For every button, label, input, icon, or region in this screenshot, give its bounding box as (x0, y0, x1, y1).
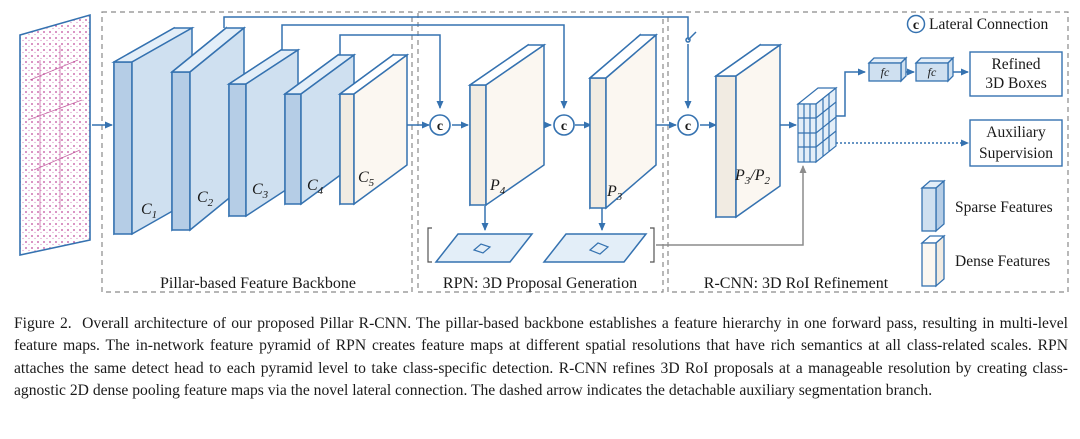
c3-label: C (252, 181, 263, 198)
c4-subscript: 4 (318, 185, 324, 197)
c4-label: C (307, 177, 318, 194)
feature-map-p3-p2: P3/P2 (713, 43, 783, 219)
proposal-plane-p4 (434, 233, 534, 263)
proposal-arrow (656, 165, 807, 246)
figure-caption: Figure 2. Overall architecture of our pr… (14, 313, 1068, 403)
svg-text:C2: C2 (197, 189, 214, 209)
c2-subscript: 2 (208, 197, 214, 209)
p3p2-p1: P (734, 167, 745, 184)
p3p2-p2: P (754, 167, 765, 184)
rpn-section-title: RPN: 3D Proposal Generation (443, 275, 637, 292)
lateral-node-3: c (677, 114, 699, 136)
rpn-section: RPN: 3D Proposal Generation (417, 11, 664, 293)
svg-text:C4: C4 (307, 177, 324, 197)
c3-subscript: 3 (262, 189, 269, 201)
svg-text:P3/P2: P3/P2 (734, 167, 771, 187)
auxiliary-supervision-output: Auxiliary Supervision (969, 119, 1063, 167)
caption-text: Overall architecture of our proposed Pil… (14, 315, 1069, 400)
feature-map-p3: P3 (587, 33, 659, 210)
fc-layer-1: fc (867, 56, 908, 83)
legend-lateral-connection: c Lateral Connection (906, 14, 1048, 34)
c5-subscript: 5 (369, 177, 375, 189)
proposal-plane-p3 (542, 233, 648, 263)
refined-line1: Refined (991, 56, 1040, 73)
backbone-section: Pillar-based Feature Backbone (101, 11, 413, 293)
p3-label: P (606, 183, 617, 200)
svg-text:P3: P3 (606, 183, 623, 203)
p4-subscript: 4 (500, 185, 506, 197)
backbone-section-title: Pillar-based Feature Backbone (160, 275, 356, 292)
roi-pooled-grid (796, 86, 838, 164)
auxiliary-line2: Supervision (979, 145, 1053, 162)
svg-text:fc: fc (881, 65, 890, 79)
flow-arrows (92, 68, 969, 231)
svg-text:c: c (437, 119, 443, 134)
input-point-cloud (19, 13, 91, 256)
p3p2-slash: / (749, 167, 756, 184)
svg-text:c: c (913, 18, 919, 33)
refined-boxes-output: Refined 3D Boxes (969, 51, 1063, 97)
c1-label: C (141, 201, 152, 218)
fc-layer-2: fc (914, 56, 955, 83)
svg-text:c: c (685, 119, 691, 134)
p3p2-s1: 3 (744, 175, 751, 187)
svg-text:P4: P4 (489, 177, 506, 197)
svg-text:C1: C1 (141, 201, 157, 221)
caption-label: Figure 2. (14, 315, 72, 332)
auxiliary-line1: Auxiliary (986, 124, 1046, 141)
legend-sparse-text: Sparse Features (955, 199, 1053, 216)
p3-subscript: 3 (616, 191, 623, 203)
legend-lateral-text: Lateral Connection (929, 16, 1048, 33)
svg-text:fc: fc (928, 65, 937, 79)
legend-sparse-features: Sparse Features (920, 179, 1053, 233)
rpn-proposal-brackets (427, 227, 655, 263)
c1-subscript: 1 (152, 209, 158, 221)
svg-text:C3: C3 (252, 181, 269, 201)
svg-text:C5: C5 (358, 169, 375, 189)
architecture-diagram: Pillar-based Feature Backbone RPN: 3D Pr… (19, 11, 1069, 293)
refined-line2: 3D Boxes (985, 75, 1047, 92)
svg-text:c: c (561, 119, 567, 134)
lateral-node-2: c (553, 114, 575, 136)
legend-dense-features: Dense Features (920, 234, 1050, 288)
rcnn-section: R-CNN: 3D RoI Refinement (667, 11, 1069, 293)
lateral-connection-icon (906, 14, 926, 34)
p4-label: P (489, 177, 500, 194)
feature-map-p4: P4 (467, 43, 547, 207)
feature-map-c5: C5 (337, 53, 410, 206)
rcnn-section-title: R-CNN: 3D RoI Refinement (704, 275, 889, 292)
p3p2-s2: 2 (765, 175, 771, 187)
c2-label: C (197, 189, 208, 206)
lateral-node-1: c (429, 114, 451, 136)
c5-label: C (358, 169, 369, 186)
legend-dense-text: Dense Features (955, 253, 1050, 270)
